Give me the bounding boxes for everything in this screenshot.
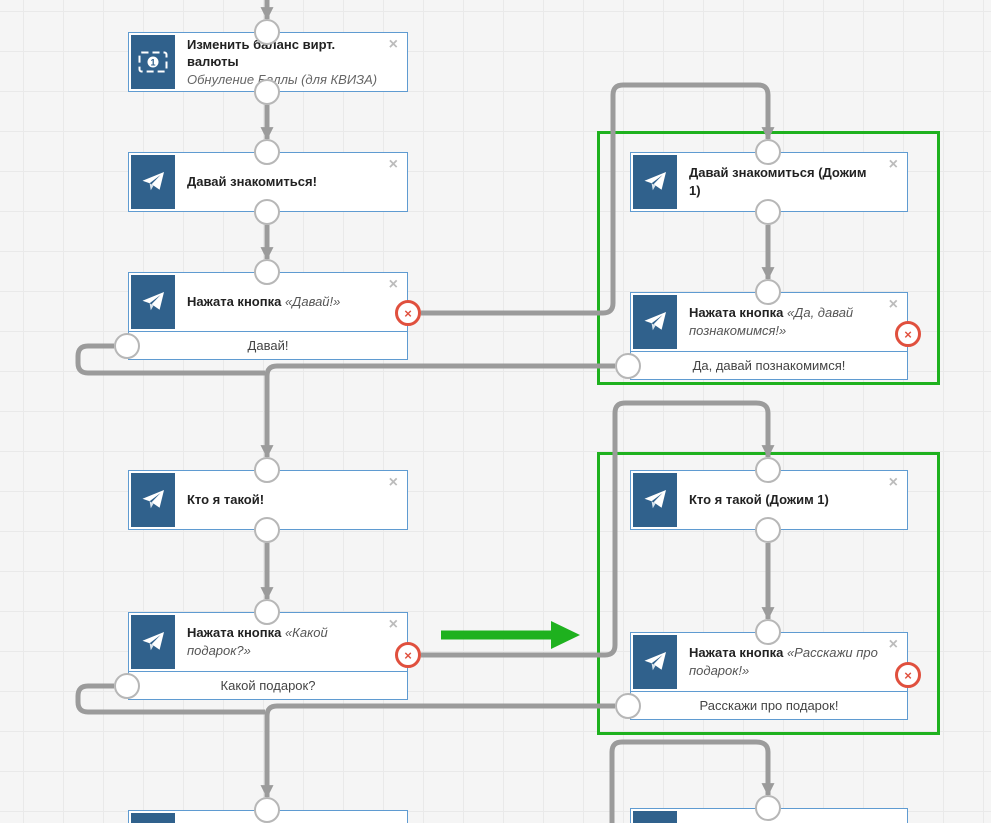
port-button-out[interactable]	[114, 333, 140, 359]
node-btn-rasskazhi[interactable]: Нажата кнопка «Расскажи про подарок!» × …	[630, 632, 908, 720]
close-icon[interactable]: ×	[888, 156, 898, 173]
node-label: Нажата кнопка «Да, давай познакомимся!»	[689, 305, 854, 338]
port-button-out[interactable]	[114, 673, 140, 699]
port-button-out[interactable]	[615, 693, 641, 719]
close-icon[interactable]: ×	[388, 616, 398, 633]
port-in[interactable]	[254, 139, 280, 165]
port-out[interactable]	[755, 199, 781, 225]
port-in[interactable]	[755, 619, 781, 645]
port-in[interactable]	[755, 279, 781, 305]
port-out[interactable]	[755, 517, 781, 543]
node-change-balance[interactable]: 1 Изменить баланс вирт. валюты Обнуление…	[128, 32, 408, 92]
close-icon[interactable]: ×	[388, 276, 398, 293]
port-in[interactable]	[254, 797, 280, 823]
node-btn-da-davai[interactable]: Нажата кнопка «Да, давай познакомимся!» …	[630, 292, 908, 380]
edge-da-davai-to-who-am-i	[260, 363, 615, 459]
close-icon[interactable]: ×	[388, 474, 398, 491]
fail-port-icon[interactable]: ×	[395, 300, 421, 326]
telegram-icon	[131, 275, 175, 329]
close-icon[interactable]: ×	[888, 296, 898, 313]
close-icon[interactable]: ×	[388, 156, 398, 173]
port-out[interactable]	[254, 79, 280, 105]
telegram-icon	[633, 473, 677, 527]
fail-port-icon[interactable]: ×	[895, 662, 921, 688]
port-in[interactable]	[254, 259, 280, 285]
telegram-icon	[131, 473, 175, 527]
port-in[interactable]	[254, 599, 280, 625]
svg-text:1: 1	[150, 58, 155, 68]
close-icon[interactable]: ×	[388, 36, 398, 53]
fail-port-icon[interactable]: ×	[895, 321, 921, 347]
port-out[interactable]	[254, 517, 280, 543]
edge-rasskazhi-to-next	[260, 703, 615, 799]
port-button-out[interactable]	[615, 353, 641, 379]
chat-button[interactable]: Давай!	[129, 331, 407, 359]
telegram-icon	[633, 295, 677, 349]
close-icon[interactable]: ×	[888, 474, 898, 491]
port-in[interactable]	[254, 457, 280, 483]
telegram-icon	[131, 615, 175, 669]
attention-arrow	[441, 621, 580, 649]
node-label: Кто я такой (Дожим 1)	[689, 492, 829, 508]
node-label: Изменить баланс вирт. валюты Обнуление Б…	[187, 36, 378, 87]
port-in[interactable]	[254, 19, 280, 45]
telegram-icon	[633, 635, 677, 689]
port-out[interactable]	[254, 199, 280, 225]
node-label: Нажата кнопка «Какой подарок?»	[187, 625, 328, 658]
telegram-icon	[633, 811, 677, 823]
node-label: Кто я такой!	[187, 492, 265, 508]
telegram-icon	[633, 155, 677, 209]
node-label: Нажата кнопка «Расскажи про подарок!»	[689, 645, 878, 678]
chat-button[interactable]: Расскажи про подарок!	[631, 691, 907, 719]
node-label: Давай знакомиться!	[187, 174, 317, 190]
chat-button[interactable]: Какой подарок?	[129, 671, 407, 699]
chat-button[interactable]: Да, давай познакомимся!	[631, 351, 907, 379]
port-in[interactable]	[755, 139, 781, 165]
close-icon[interactable]: ×	[888, 636, 898, 653]
node-label: Давай знакомиться (Дожим 1)	[689, 165, 867, 198]
telegram-icon	[131, 813, 175, 823]
node-btn-davai[interactable]: Нажата кнопка «Давай!» × Давай!	[128, 272, 408, 360]
telegram-icon	[131, 155, 175, 209]
port-in[interactable]	[755, 795, 781, 821]
port-in[interactable]	[755, 457, 781, 483]
fail-port-icon[interactable]: ×	[395, 642, 421, 668]
money-bill-icon: 1	[131, 35, 175, 89]
node-label: Нажата кнопка «Давай!»	[187, 294, 341, 310]
node-btn-gift[interactable]: Нажата кнопка «Какой подарок?» × Какой п…	[128, 612, 408, 700]
